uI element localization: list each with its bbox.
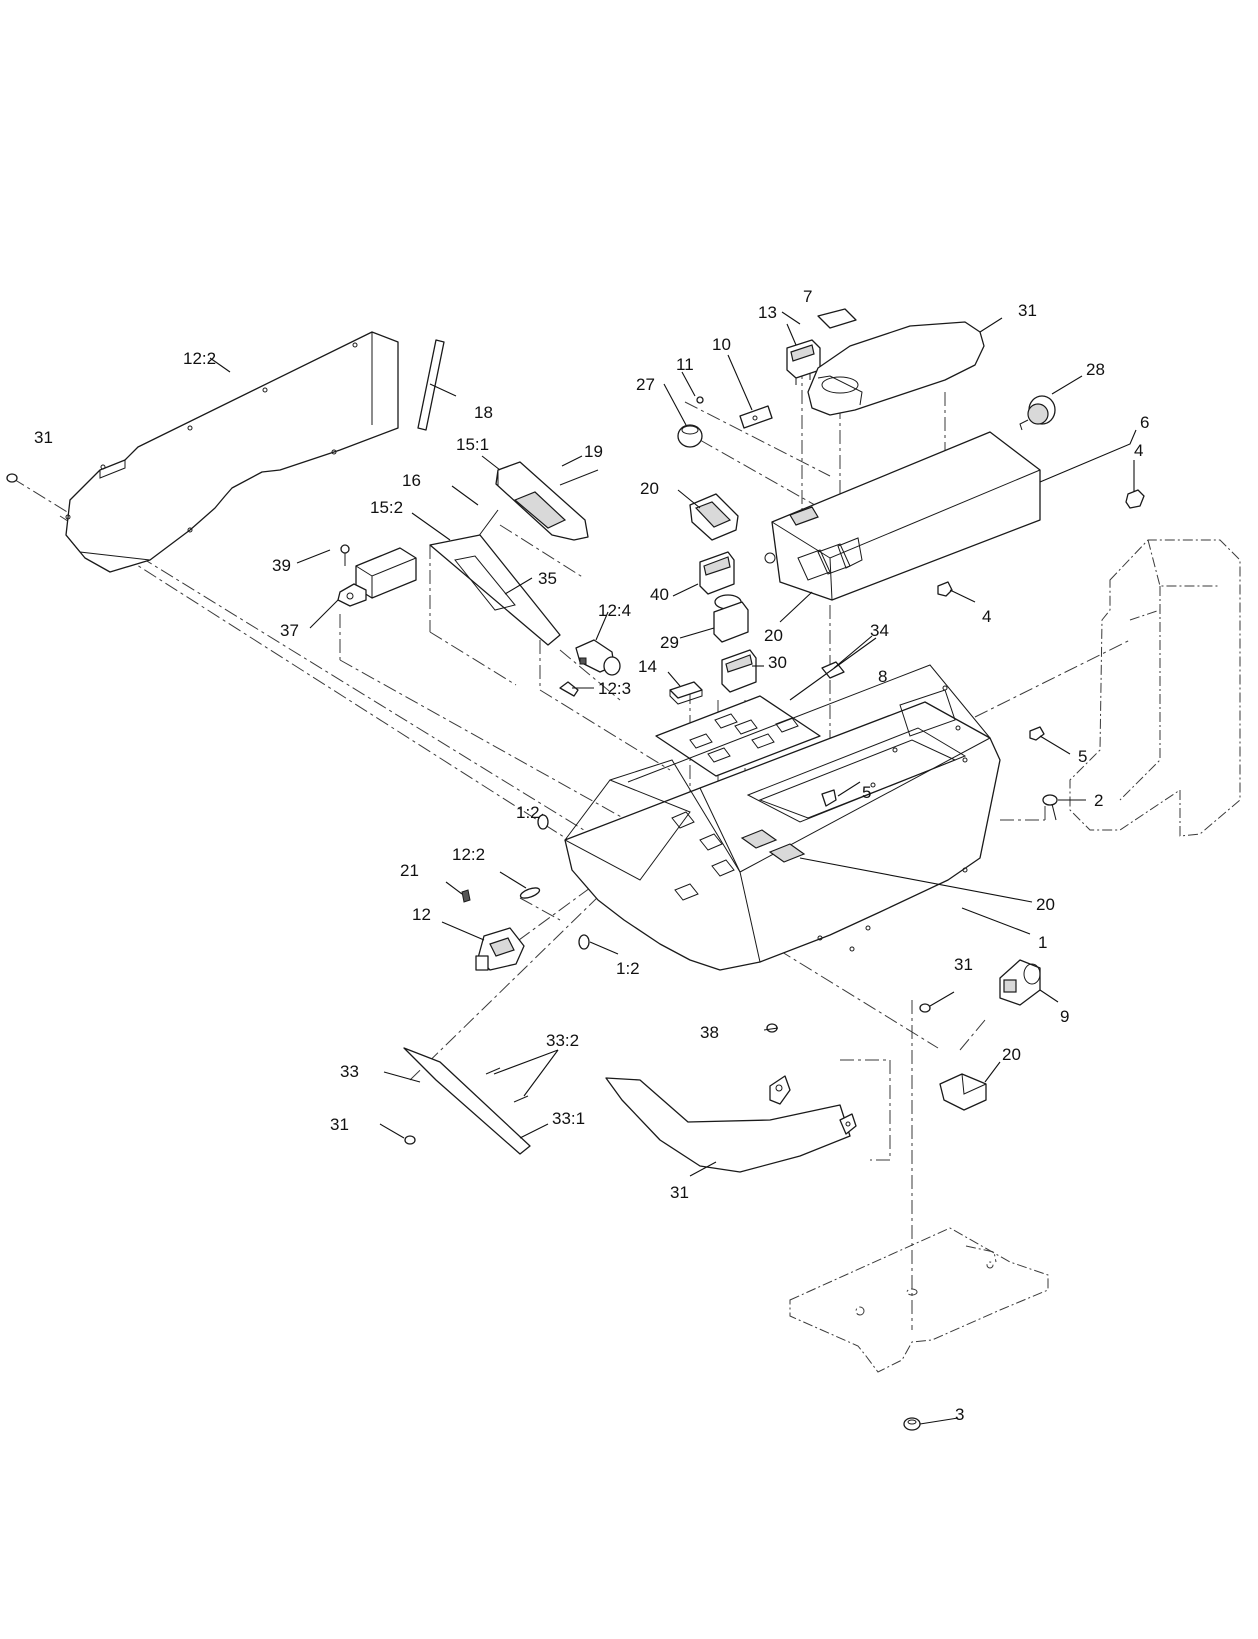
callout-6: 6 bbox=[1140, 413, 1149, 432]
part-29-armrest-pad bbox=[807, 321, 985, 416]
callout-40: 40 bbox=[650, 585, 669, 604]
callout-31-lower-label: 31 bbox=[330, 1115, 349, 1134]
callout-37: 37 bbox=[280, 621, 299, 640]
part-35-gasket bbox=[429, 534, 561, 646]
part-1-2-spacer bbox=[537, 814, 590, 950]
callout-35: 35 bbox=[538, 569, 557, 588]
callout-22: 27 bbox=[636, 375, 655, 394]
part-22-knob bbox=[677, 424, 703, 448]
part-9-socket bbox=[999, 959, 1041, 1006]
part-30-lower-shroud bbox=[605, 1075, 857, 1173]
callout-10: 10 bbox=[712, 335, 731, 354]
callout-28: 30 bbox=[768, 653, 787, 672]
part-2-rivet bbox=[1042, 794, 1058, 821]
callout-38: 38 bbox=[700, 1023, 719, 1042]
callout-39: 39 bbox=[272, 556, 291, 575]
callout-31-center: 31 bbox=[954, 955, 973, 974]
callout-34: 34 bbox=[870, 621, 889, 640]
part-12-2-clip bbox=[519, 887, 541, 899]
callout-27: 29 bbox=[660, 633, 679, 652]
part-16-cover-panel bbox=[65, 331, 399, 573]
callout-16: 12:2 bbox=[183, 349, 216, 368]
part-27-switch bbox=[713, 594, 749, 643]
part-11-screw bbox=[696, 396, 704, 404]
part-19-connector bbox=[939, 1073, 987, 1111]
part-8-clip bbox=[821, 661, 845, 679]
part-31-screw bbox=[6, 473, 931, 1145]
callout-4-lower: 4 bbox=[982, 607, 991, 626]
callout-1: 1 bbox=[1038, 933, 1047, 952]
part-34-bezel bbox=[655, 695, 821, 777]
callout-labels: 12:2 18 15:1 19 16 15:2 35 39 37 12:4 12… bbox=[34, 287, 1149, 1424]
callout-2: 2 bbox=[1094, 791, 1103, 810]
callout-15-2: 16 bbox=[402, 471, 421, 490]
callout-14: 14 bbox=[638, 657, 657, 676]
callout-31-left: 31 bbox=[34, 428, 53, 447]
part-20-switch-upper bbox=[689, 493, 739, 541]
callout-8: 8 bbox=[878, 667, 887, 686]
callout-5-center: 5 bbox=[862, 783, 871, 802]
part-40-switch bbox=[699, 551, 735, 595]
callout-12-3: 12:3 bbox=[598, 679, 631, 698]
part-5-bolt bbox=[821, 726, 1045, 807]
callout-20-upper: 20 bbox=[640, 479, 659, 498]
part-37-module bbox=[337, 547, 417, 607]
callout-3: 3 bbox=[955, 1405, 964, 1424]
callout-9: 9 bbox=[1060, 1007, 1069, 1026]
part-14-cap bbox=[669, 681, 703, 705]
callout-12: 12 bbox=[412, 905, 431, 924]
phantom-base-plate bbox=[789, 1227, 1049, 1373]
part-6-upper-console bbox=[764, 431, 1041, 601]
callout-30: 31 bbox=[670, 1183, 689, 1202]
callout-23: 28 bbox=[1086, 360, 1105, 379]
part-15-display bbox=[495, 461, 599, 541]
part-7-pad bbox=[817, 308, 857, 329]
callout-11: 11 bbox=[676, 355, 694, 374]
part-12-4-connector bbox=[575, 639, 621, 676]
callout-20-middle: 20 bbox=[764, 626, 783, 645]
part-33-panel bbox=[403, 1047, 531, 1155]
callout-33-2: 33:2 bbox=[546, 1031, 579, 1050]
part-28-switch bbox=[721, 649, 757, 693]
phantom-bracket-right bbox=[1069, 539, 1241, 837]
callout-5-right: 5 bbox=[1078, 747, 1087, 766]
callout-18: 19 bbox=[584, 442, 603, 461]
part-3-nut bbox=[903, 1417, 921, 1431]
callout-12-2: 12:2 bbox=[452, 845, 485, 864]
part-23-socket bbox=[1019, 395, 1056, 431]
callout-15-1: 15:2 bbox=[370, 498, 403, 517]
callout-1-2-upper: 1:2 bbox=[516, 803, 540, 822]
callout-4-right: 4 bbox=[1134, 441, 1143, 460]
part-21-pin bbox=[461, 889, 471, 903]
part-39-screw bbox=[340, 544, 350, 566]
callout-19: 20 bbox=[1002, 1045, 1021, 1064]
callout-33-1: 33:1 bbox=[552, 1109, 585, 1128]
callout-13: 13 bbox=[758, 303, 777, 322]
callout-12-4: 12:4 bbox=[598, 601, 631, 620]
part-12-connector bbox=[475, 927, 525, 971]
part-10-plate bbox=[739, 405, 773, 429]
callout-15: 15:1 bbox=[456, 435, 489, 454]
callout-33: 33 bbox=[340, 1062, 359, 1081]
callout-7: 7 bbox=[803, 287, 812, 306]
callout-21-label: 21 bbox=[400, 861, 419, 880]
part-4-nut bbox=[937, 489, 1145, 597]
part-1-console-body bbox=[564, 664, 1001, 971]
part-12-3-fitting bbox=[559, 681, 579, 697]
part-13-switch bbox=[786, 339, 821, 385]
callout-29: 31 bbox=[1018, 301, 1037, 320]
callout-20-lower: 20 bbox=[1036, 895, 1055, 914]
callout-17: 18 bbox=[474, 403, 493, 422]
callout-leaders bbox=[209, 311, 1137, 1425]
callout-1-2-lower: 1:2 bbox=[616, 959, 640, 978]
